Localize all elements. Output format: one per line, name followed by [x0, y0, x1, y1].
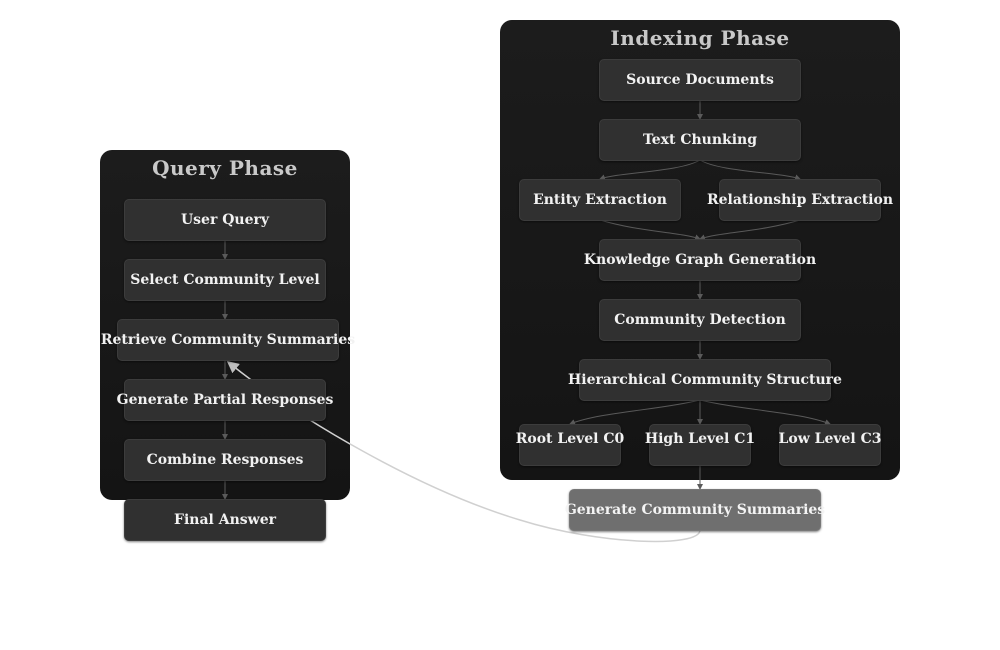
node-high-level-c1: High Level C1	[645, 424, 755, 466]
node-root-level-c0: Root Level C0	[516, 424, 624, 466]
node-final-answer: Final Answer	[124, 499, 326, 541]
node-retrieve-community-summaries: Retrieve Community Summaries	[101, 319, 355, 361]
node-community-detection: Community Detection	[599, 299, 801, 341]
node-knowledge-graph-generation: Knowledge Graph Generation	[584, 239, 816, 281]
node-low-level-c3: Low Level C3	[779, 424, 882, 466]
node-user-query: User Query	[124, 199, 326, 241]
node-entity-extraction: Entity Extraction	[519, 179, 681, 221]
node-combine-responses: Combine Responses	[124, 439, 326, 481]
node-select-community-level: Select Community Level	[124, 259, 326, 301]
indexing-phase-title: Indexing Phase	[610, 26, 790, 50]
node-generate-partial-responses: Generate Partial Responses	[117, 379, 333, 421]
node-generate-community-summaries: Generate Community Summaries	[565, 489, 825, 531]
node-relationship-extraction: Relationship Extraction	[707, 179, 893, 221]
query-phase-title: Query Phase	[152, 156, 298, 180]
node-hierarchical-community-structure: Hierarchical Community Structure	[568, 359, 842, 401]
node-text-chunking: Text Chunking	[599, 119, 801, 161]
node-source-documents: Source Documents	[599, 59, 801, 101]
